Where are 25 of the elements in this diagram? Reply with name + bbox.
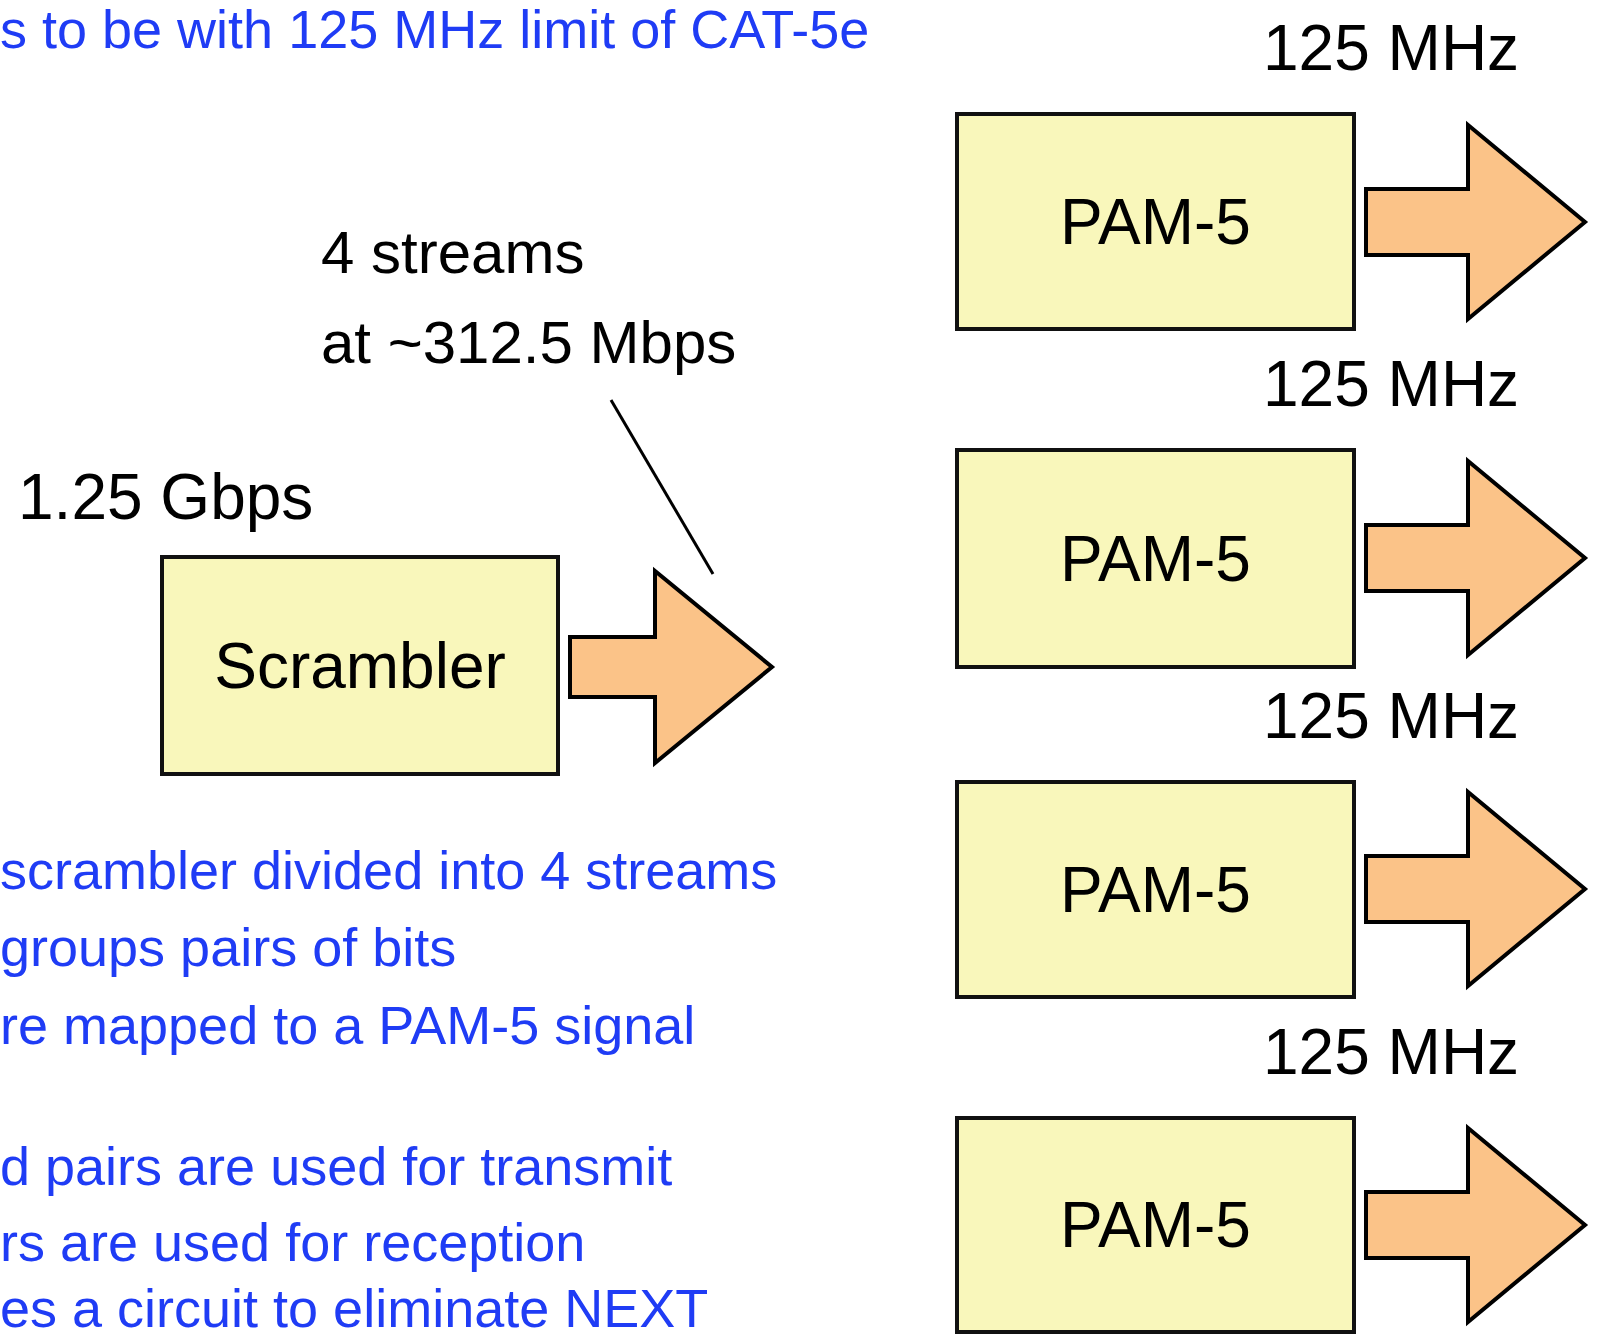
rate-label: 125 MHz — [1263, 684, 1520, 748]
annotation-line: 4 streams — [321, 218, 586, 288]
box-label: PAM-5 — [1060, 526, 1251, 591]
process-box — [160, 555, 560, 776]
block-arrow — [568, 566, 776, 768]
process-box — [955, 1116, 1356, 1334]
block-arrow — [1364, 1123, 1589, 1327]
note-text: s to be with 125 MHz limit of CAT-5e — [0, 2, 870, 56]
process-box — [955, 780, 1356, 999]
process-box — [955, 112, 1356, 331]
box-label: PAM-5 — [1060, 857, 1251, 922]
rate-label: 125 MHz — [1263, 1020, 1520, 1084]
box-label: PAM-5 — [1060, 189, 1251, 254]
rate-label: 125 MHz — [1263, 352, 1520, 416]
note-text: scrambler divided into 4 streams — [0, 843, 778, 897]
leader-line — [609, 399, 715, 575]
annotation-line: at ~312.5 Mbps — [321, 308, 738, 378]
block-arrow — [1364, 120, 1589, 324]
block-arrow — [1364, 787, 1589, 991]
box-label: Scrambler — [214, 633, 506, 698]
process-box — [955, 448, 1356, 669]
block-arrow — [1364, 456, 1589, 660]
note-text: es a circuit to eliminate NEXT — [0, 1281, 709, 1335]
box-label: PAM-5 — [1060, 1193, 1251, 1257]
rate-label: 125 MHz — [1263, 16, 1520, 80]
